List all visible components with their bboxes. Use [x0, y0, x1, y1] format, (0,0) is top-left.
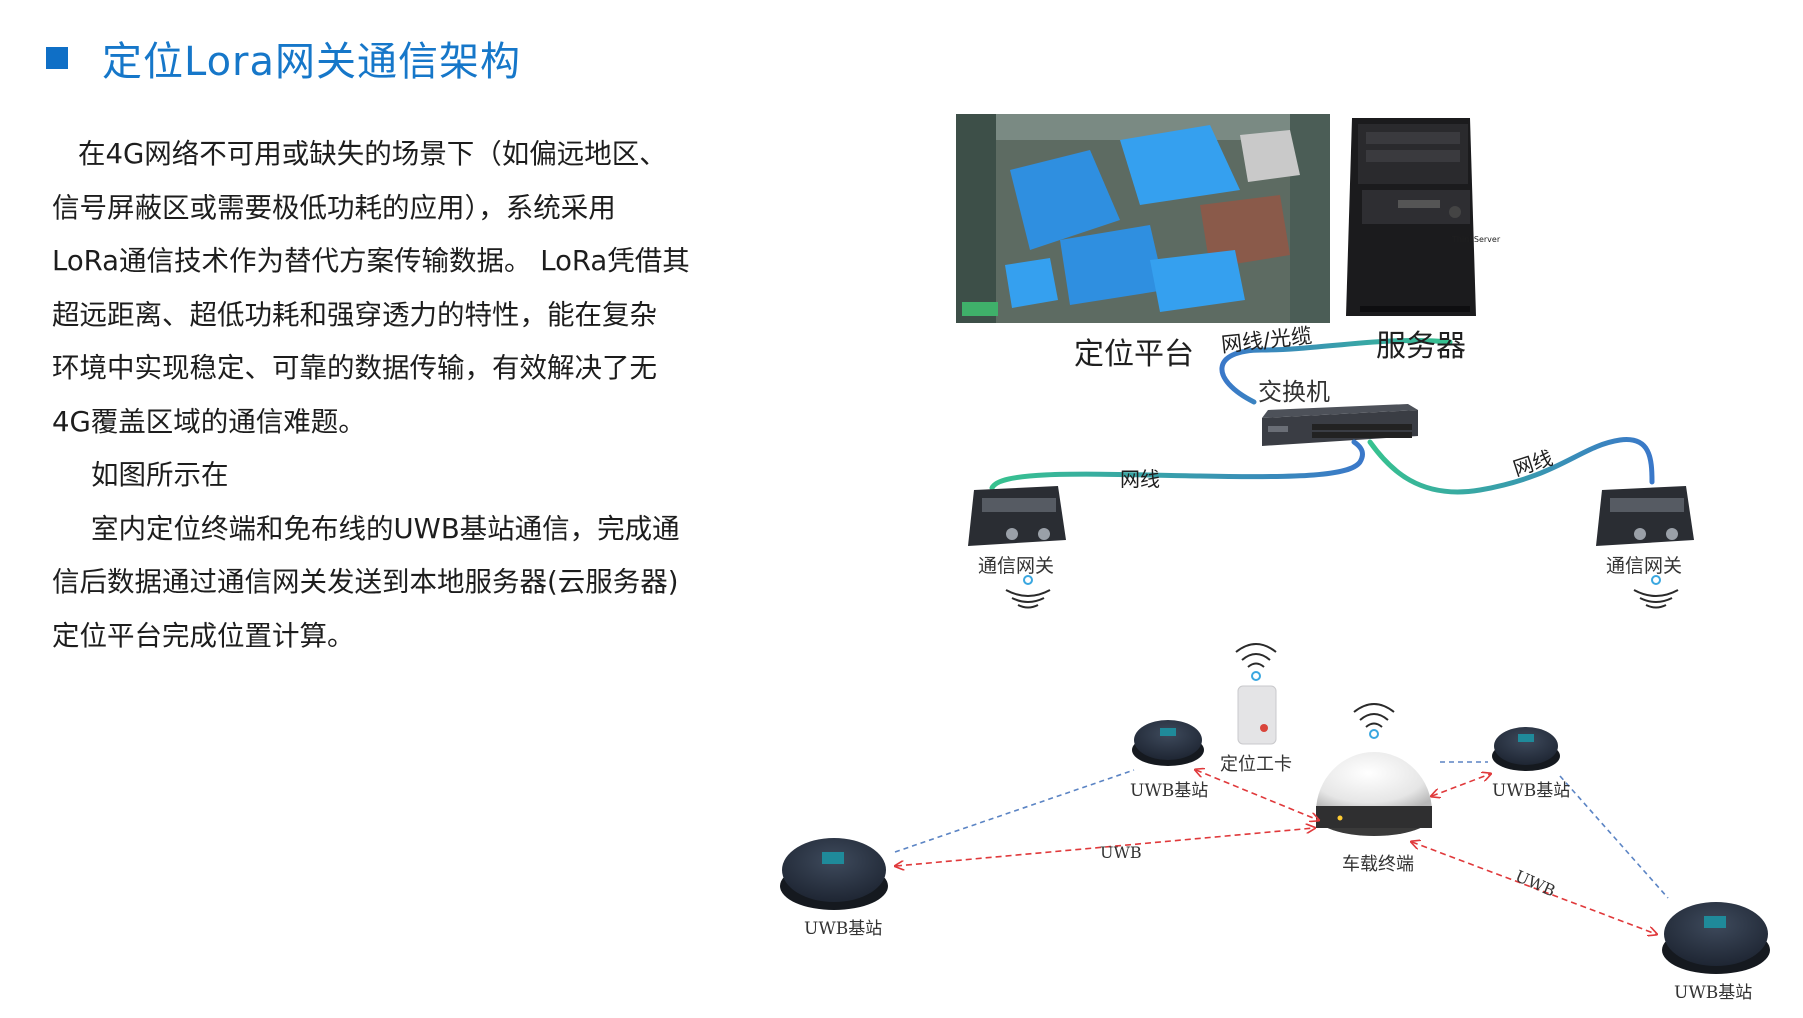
uwb-station-top-right — [1492, 727, 1560, 771]
uwb-arrow-top-left — [1196, 770, 1318, 820]
title-bullet-square — [46, 47, 68, 69]
fiber-cable-label: 网线/光缆 — [1220, 324, 1313, 357]
fiber-cable — [1219, 338, 1453, 405]
cable-right-label: 网线 — [1510, 446, 1555, 481]
vehicle-terminal-dome — [1316, 752, 1432, 836]
uwb-station-bottom-right — [1662, 902, 1770, 974]
paragraph-line: 定位平台完成位置计算。 — [52, 619, 355, 652]
uwb-station-top-left — [1132, 720, 1204, 766]
switch-label: 交换机 — [1258, 378, 1330, 406]
uwb-arrow-bottom-right — [1412, 842, 1656, 934]
uwb-dashed-link — [1559, 775, 1669, 899]
uwb-arrow-top-right — [1432, 774, 1490, 796]
uwb-link-left-label: UWB — [1100, 843, 1142, 862]
gateway-right — [1596, 486, 1694, 546]
uwb-station-top-left-label: UWB基站 — [1130, 781, 1208, 801]
uwb-station-top-right-label: UWB基站 — [1492, 781, 1570, 801]
platform-label: 定位平台 — [1074, 337, 1194, 372]
positioning-work-card — [1237, 685, 1277, 745]
slide-title-text: 定位Lora网关通信架构 — [102, 39, 522, 85]
uwb-station-bottom-left-label: UWB基站 — [804, 919, 882, 939]
paragraph-line: 环境中实现稳定、可靠的数据传输，有效解决了无 — [52, 352, 657, 384]
paragraph-line: 信后数据通过通信网关发送到本地服务器(云服务器) — [52, 566, 679, 598]
network-switch — [1262, 404, 1418, 446]
paragraph-line: 在4G网络不可用或缺失的场景下（如偏远地区、 — [78, 138, 667, 170]
uwb-link-right-label: UWB — [1512, 866, 1558, 900]
description-text: 在4G网络不可用或缺失的场景下（如偏远地区、 信号屏蔽区或需要极低功耗的应用），… — [52, 128, 732, 663]
positioning-platform-screen — [956, 114, 1330, 323]
uwb-station-bottom-left — [780, 838, 888, 910]
uwb-dashed-link — [894, 769, 1135, 853]
wifi-icon — [1353, 703, 1395, 739]
workcard-label: 定位工卡 — [1220, 754, 1292, 775]
paragraph-line: 信号屏蔽区或需要极低功耗的应用），系统采用 — [52, 191, 616, 224]
paragraph-line: LoRa通信技术作为替代方案传输数据。 LoRa凭借其 — [52, 245, 690, 277]
gateway-left — [968, 486, 1066, 546]
wifi-icon — [1235, 643, 1277, 681]
paragraph-line: 4G覆盖区域的通信难题。 — [52, 405, 366, 438]
uwb-station-bottom-right-label: UWB基站 — [1674, 983, 1752, 1003]
wifi-icon — [1005, 575, 1051, 609]
slide-title: 定位Lora网关通信架构 — [46, 28, 521, 88]
paragraph-line: 超远距离、超低功耗和强穿透力的特性，能在复杂 — [52, 298, 657, 331]
cable-right — [1367, 437, 1655, 495]
cable-left-label: 网线 — [1120, 467, 1160, 491]
server-label: 服务器 — [1376, 329, 1466, 364]
wifi-icon — [1633, 575, 1679, 609]
gateway-left-label: 通信网关 — [978, 555, 1054, 577]
cable-left — [989, 439, 1365, 491]
server-tower: ThinkServer — [1346, 118, 1501, 316]
server-brand-text: ThinkServer — [1451, 235, 1501, 244]
gateway-right-label: 通信网关 — [1606, 555, 1682, 577]
vehicle-terminal-label: 车载终端 — [1342, 854, 1414, 875]
paragraph-line: 室内定位终端和免布线的UWB基站通信，完成通 — [91, 512, 680, 545]
paragraph-line: 如图所示在 — [91, 459, 229, 491]
